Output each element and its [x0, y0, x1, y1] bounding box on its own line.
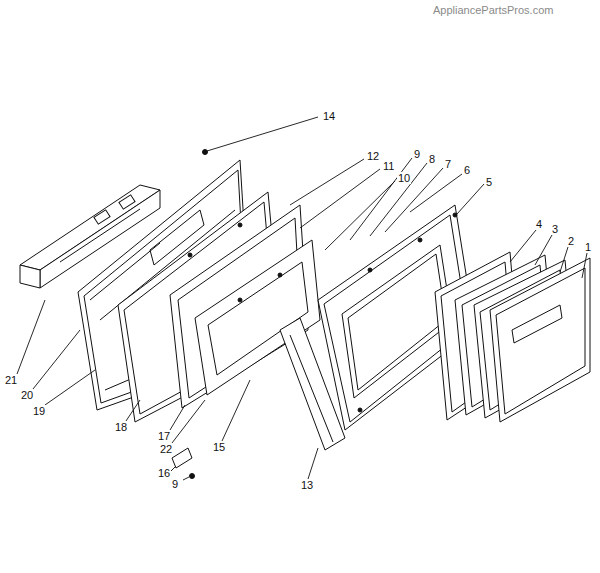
callout-number: 9 [413, 148, 421, 160]
callout-number: 5 [485, 176, 493, 188]
callout-number: 1 [584, 241, 592, 253]
callout-number: 16 [157, 467, 171, 479]
callout-number: 17 [157, 430, 171, 442]
callout-number: 18 [114, 421, 128, 433]
callout-number: 15 [212, 441, 226, 453]
callout-number: 11 [382, 160, 395, 172]
callout-number: 10 [397, 172, 411, 184]
callout-number: 9 [171, 478, 179, 490]
callout-number: 20 [20, 389, 34, 401]
callout-number: 12 [366, 150, 380, 162]
callout-number: 6 [463, 164, 471, 176]
callout-number: 21 [4, 374, 18, 386]
callout-number: 14 [322, 110, 336, 122]
callout-number: 7 [444, 158, 452, 170]
callout-number: 8 [428, 153, 436, 165]
callout-number: 3 [551, 223, 559, 235]
callout-number: 22 [159, 443, 173, 455]
callout-number: 4 [535, 218, 543, 230]
callout-number: 13 [300, 479, 314, 491]
callout-number: 19 [32, 405, 46, 417]
callout-number: 2 [567, 235, 575, 247]
watermark: AppliancePartsPros.com [432, 4, 554, 16]
